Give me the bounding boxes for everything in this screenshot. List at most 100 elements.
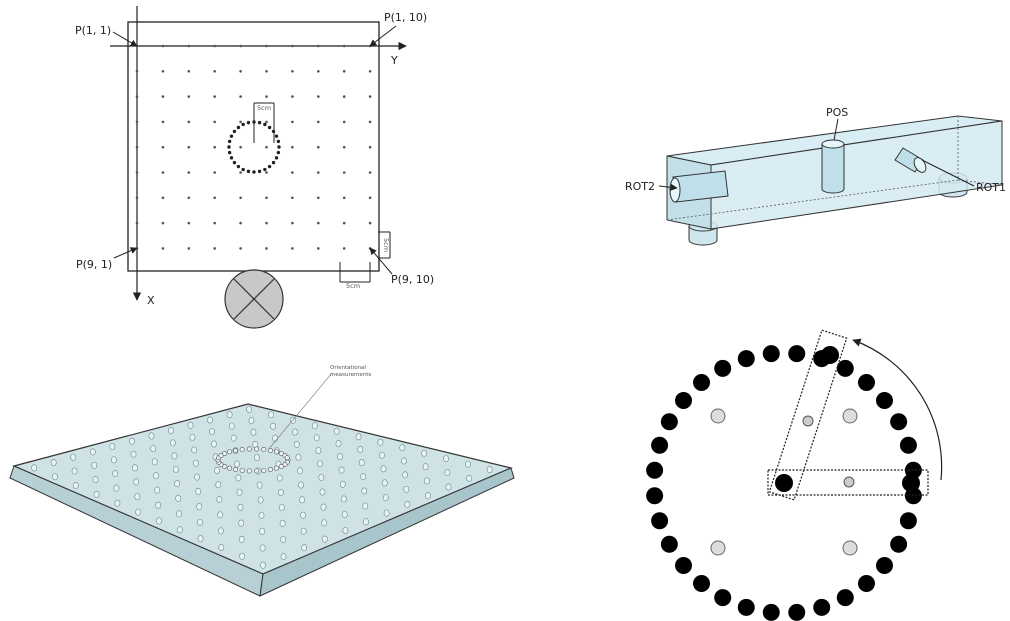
plate-ring-peg (246, 446, 252, 452)
grid-point (161, 145, 165, 149)
plate-peg (319, 488, 326, 496)
plate-peg (317, 460, 323, 468)
grid-point (161, 44, 165, 48)
plate-peg (321, 535, 328, 543)
plate-peg (114, 499, 121, 507)
plate-peg (272, 434, 279, 442)
ring-point (274, 156, 279, 160)
grid-point (187, 171, 191, 174)
label-rot1: ROT1 (976, 181, 1006, 194)
grid-point (342, 95, 346, 98)
grid-point (135, 171, 139, 174)
grid-point (213, 145, 216, 149)
label-p11: P(1, 1) (75, 24, 111, 37)
open-dot (710, 540, 726, 556)
grid-point (317, 221, 320, 225)
grid-point (265, 145, 268, 149)
plate-peg (189, 433, 196, 441)
plate-peg (444, 469, 451, 477)
ring-point (276, 150, 281, 155)
ring-point (274, 134, 279, 138)
plate-peg (151, 458, 158, 466)
grid-point (291, 247, 294, 250)
plate-peg (238, 535, 245, 543)
grid-point (239, 70, 242, 73)
ring-point (257, 120, 262, 125)
ring-point (232, 129, 237, 134)
ring-point (257, 169, 262, 174)
rotation-arrow (852, 338, 943, 481)
plate-peg (132, 464, 138, 472)
x-axis-label: X (147, 294, 155, 307)
plate-peg (235, 474, 242, 482)
grid-point (187, 44, 191, 48)
open-dot (710, 408, 726, 424)
grid-point (368, 95, 372, 98)
plate-ring-peg (284, 455, 290, 461)
leader-p91 (113, 247, 138, 259)
plate-peg (466, 474, 473, 482)
grid-point (317, 95, 320, 98)
plate-peg (260, 561, 266, 569)
grid-point (368, 120, 372, 124)
plate-peg (217, 511, 224, 519)
plate-peg (380, 465, 387, 473)
annotation-line2: measurements (330, 372, 371, 378)
plate-peg (150, 445, 157, 453)
plate-ring-peg (233, 447, 239, 453)
grid-point (342, 196, 346, 200)
ring-point (241, 167, 245, 172)
plate-peg (93, 490, 100, 498)
grid-point (342, 247, 346, 250)
plate-peg (300, 527, 307, 535)
plate-ring-peg (254, 446, 260, 452)
plate-peg (403, 485, 410, 493)
grid-point (239, 221, 242, 225)
plate-peg (154, 486, 161, 494)
ring-point (227, 139, 232, 144)
ring-dot (857, 574, 875, 592)
plate-peg (279, 519, 286, 527)
plate-peg (133, 478, 140, 486)
grid-point (187, 70, 191, 73)
grid-point (368, 196, 372, 200)
grid-point (213, 120, 216, 124)
plate-peg (360, 473, 367, 481)
plate-peg (339, 480, 346, 488)
grid-point (368, 221, 372, 225)
plate-peg (109, 443, 116, 451)
ring-dot (651, 436, 669, 454)
grid-point (342, 171, 346, 174)
grid-point (161, 221, 165, 225)
plate-peg (404, 500, 411, 508)
grid-point (135, 70, 139, 73)
plate-peg (197, 518, 203, 526)
plate-peg (211, 440, 217, 448)
grid-point (135, 120, 139, 124)
grid-point (135, 196, 139, 200)
grid-point (265, 70, 268, 73)
plate-peg (237, 503, 244, 511)
plate-peg (381, 479, 388, 487)
arm-center-dot (843, 476, 855, 488)
ring-dot (737, 350, 755, 368)
bottom-dim-label: 5cm (346, 282, 360, 290)
ring-point (227, 145, 231, 149)
plate-peg (486, 466, 493, 474)
plate-peg (377, 438, 384, 446)
plate-peg (295, 453, 302, 461)
plate-peg (187, 421, 194, 429)
arm-end-dot (821, 346, 839, 364)
plate-peg (335, 440, 342, 448)
label-p110: P(1, 10) (384, 11, 427, 24)
plate-peg (383, 509, 390, 517)
label-rot2: ROT2 (625, 180, 655, 193)
open-dot (842, 540, 858, 556)
arm-end-dot (902, 474, 920, 492)
plate-peg (321, 519, 328, 527)
plate-peg (218, 543, 225, 551)
plate-peg (236, 488, 243, 496)
ring-point (236, 164, 241, 169)
plate-peg (234, 460, 240, 468)
plate-peg (250, 428, 257, 436)
